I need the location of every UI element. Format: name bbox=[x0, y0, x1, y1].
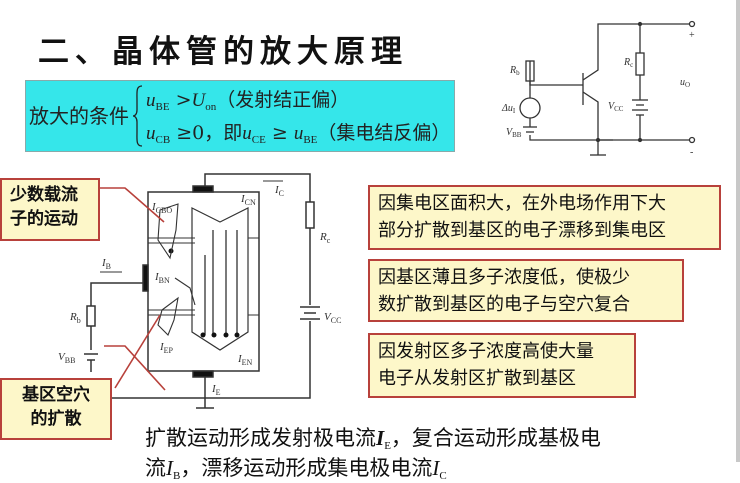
vbb-label: VBB bbox=[506, 127, 522, 139]
callout-diffusion: 因发射区多子浓度高使大量电子从发射区扩散到基区 bbox=[368, 333, 636, 398]
rc-label-2: Rc bbox=[319, 231, 331, 245]
summary-text: 扩散运动形成发射极电流IE，复合运动形成基极电 流IB，漂移运动形成集电极电流I… bbox=[145, 423, 601, 483]
callout-drift: 因集电区面积大，在外电场作用下大部分扩散到基区的电子漂移到集电区 bbox=[368, 185, 721, 250]
slide-title: 二、晶体管的放大原理 bbox=[38, 34, 408, 70]
ie-label: IE bbox=[211, 383, 221, 397]
callout-recombination: 因基区薄且多子浓度低，使极少数扩散到基区的电子与空穴复合 bbox=[368, 259, 684, 322]
ien-label: IEN bbox=[237, 353, 253, 367]
rc-label: Rc bbox=[623, 57, 633, 69]
ibn-label: IBN bbox=[154, 271, 170, 285]
icn-label: ICN bbox=[240, 193, 256, 207]
iep-label: IEP bbox=[159, 341, 174, 355]
amplification-condition-box: 放大的条件 uBE >Uon（发射结正偏） uCB ≥0，即uCE ≥ uBE（… bbox=[25, 80, 455, 152]
transistor-carrier-diagram: ICBO ICN IC IB IBN IEP IEN IE Rb Rc VCC … bbox=[58, 173, 341, 409]
brace bbox=[132, 85, 143, 147]
window-edge bbox=[736, 0, 740, 462]
ib-label: IB bbox=[101, 257, 111, 271]
vcc-label-2: VCC bbox=[324, 311, 341, 325]
dui-label: ΔuI bbox=[501, 103, 516, 115]
rb-label: Rb bbox=[509, 65, 520, 77]
minus-sign: - bbox=[690, 147, 693, 158]
summary-line-1: 扩散运动形成发射极电流IE，复合运动形成基极电 bbox=[145, 426, 601, 452]
rb-label-2: Rb bbox=[69, 311, 81, 325]
callout-base-hole-diffusion: 基区空穴的扩散 bbox=[0, 378, 112, 440]
condition-label: 放大的条件 bbox=[29, 104, 129, 128]
uo-label: uO bbox=[680, 77, 690, 89]
condition-line-2: uCB ≥0，即uCE ≥ uBE（集电结反偏） bbox=[146, 122, 451, 146]
amplifier-circuit: Rb Rc VCC ΔuI VBB uO + - bbox=[501, 20, 696, 158]
callout-minority-carriers: 少数载流子的运动 bbox=[0, 178, 100, 241]
condition-line-1: uBE >Uon（发射结正偏） bbox=[146, 89, 350, 113]
vcc-label: VCC bbox=[608, 101, 624, 113]
icbo-label: ICBO bbox=[151, 201, 172, 215]
ic-label: IC bbox=[274, 184, 284, 198]
vbb-label-2: VBB bbox=[58, 351, 75, 365]
plus-sign: + bbox=[689, 30, 695, 41]
summary-line-2: 流IB，漂移运动形成集电极电流IC bbox=[145, 456, 447, 482]
